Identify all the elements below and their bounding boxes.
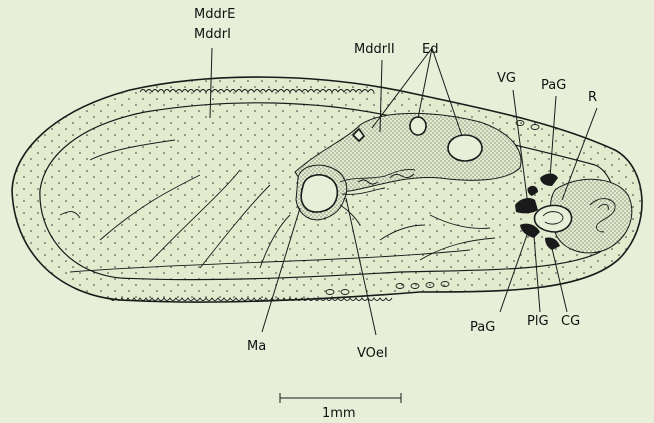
scale-bar: 1mm [280, 393, 401, 421]
label-pag-bottom: PaG [470, 320, 495, 335]
label-cg: CG [561, 314, 580, 329]
label-pag-top: PaG [541, 78, 566, 93]
label-mddr-e: MddrE [194, 7, 235, 22]
label-mddr-i: MddrI [194, 27, 231, 42]
label-r: R [588, 90, 597, 105]
label-mddr-ii: MddrII [354, 42, 395, 57]
label-ma: Ma [247, 339, 266, 354]
label-voe: VOeI [357, 346, 388, 361]
label-plg: PlG [527, 314, 549, 329]
label-vg: VG [497, 71, 516, 86]
label-ed: Ed [422, 42, 438, 57]
scale-bar-label: 1mm [322, 406, 356, 421]
